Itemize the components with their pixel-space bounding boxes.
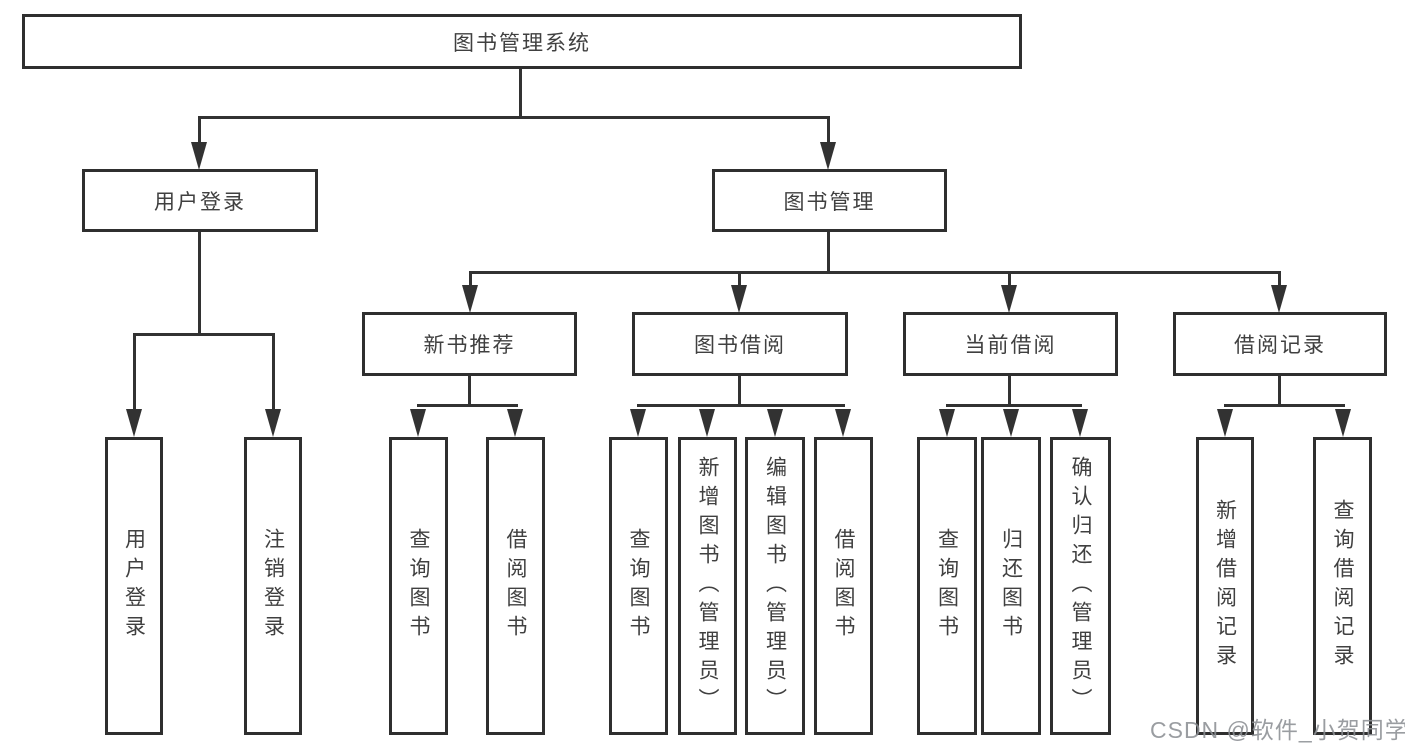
connector [1278,376,1281,407]
leaf-label: 归还图书 [999,528,1023,644]
leaf-label: 注销登录 [261,528,285,644]
leaf-query-books-recommend: 查询图书 [389,437,448,735]
connector [1008,376,1011,407]
node-book-management: 图书管理 [712,169,947,232]
leaf-label: 确认归还（管理员） [1069,455,1092,717]
leaf-label: 编辑图书（管理员） [763,455,787,717]
connector [133,333,136,411]
connector [827,232,830,274]
connector [946,404,1082,407]
arrowhead [1217,409,1233,437]
leaf-query-borrow-record: 查询借阅记录 [1313,437,1372,735]
arrowhead [265,409,281,437]
arrowhead [507,409,523,437]
node-root-label: 图书管理系统 [453,31,591,55]
arrowhead [1271,285,1287,313]
connector [198,232,201,336]
leaf-label: 新增图书（管理员） [696,455,719,717]
connector [469,271,1281,274]
arrowhead [1003,409,1019,437]
leaf-label: 查询图书 [627,528,650,644]
connector [637,404,845,407]
leaf-query-books-borrow: 查询图书 [609,437,668,735]
leaf-borrow-books: 借阅图书 [814,437,873,735]
leaf-label: 新增借阅记录 [1213,499,1237,673]
leaf-return-books: 归还图书 [981,437,1041,735]
arrowhead [939,409,955,437]
node-borrow-records: 借阅记录 [1173,312,1387,376]
connector [519,69,522,117]
connector [738,271,741,287]
connector [417,404,518,407]
node-new-book-recommend: 新书推荐 [362,312,577,376]
leaf-label: 查询图书 [407,528,430,644]
connector [738,376,741,407]
arrowhead [767,409,783,437]
leaf-label: 用户登录 [122,528,146,644]
connector [272,333,275,411]
node-new-book-recommend-label: 新书推荐 [423,334,516,357]
connector [198,116,830,119]
arrowhead [731,285,747,313]
arrowhead [630,409,646,437]
leaf-add-books-admin: 新增图书（管理员） [678,437,737,735]
leaf-label: 查询借阅记录 [1331,499,1354,673]
node-root: 图书管理系统 [22,14,1022,69]
leaf-user-login: 用户登录 [105,437,163,735]
arrowhead [410,409,426,437]
leaf-borrow-books-recommend: 借阅图书 [486,437,545,735]
arrowhead [820,142,836,170]
connector [469,271,472,287]
leaf-logout: 注销登录 [244,437,302,735]
leaf-label: 借阅图书 [832,528,855,644]
node-book-management-label: 图书管理 [783,190,876,214]
arrowhead [699,409,715,437]
connector [468,376,471,407]
leaf-edit-books-admin: 编辑图书（管理员） [745,437,805,735]
arrowhead [835,409,851,437]
arrowhead [126,409,142,437]
connector [198,116,201,144]
arrowhead [1072,409,1088,437]
node-book-borrow: 图书借阅 [632,312,848,376]
leaf-label: 查询图书 [935,528,959,644]
leaf-add-borrow-record: 新增借阅记录 [1196,437,1254,735]
connector [1278,271,1281,287]
leaf-label: 借阅图书 [504,528,527,644]
connector [1224,404,1345,407]
node-borrow-records-label: 借阅记录 [1234,334,1326,357]
node-book-borrow-label: 图书借阅 [694,334,786,357]
leaf-confirm-return-admin: 确认归还（管理员） [1050,437,1111,735]
connector [827,116,830,144]
arrowhead [1335,409,1351,437]
arrowhead [191,142,207,170]
connector [133,333,275,336]
node-current-borrow-label: 当前借阅 [964,334,1057,357]
arrowhead [1001,285,1017,313]
node-user-login: 用户登录 [82,169,318,232]
node-current-borrow: 当前借阅 [903,312,1118,376]
leaf-query-books-current: 查询图书 [917,437,977,735]
csdn-watermark: CSDN @软件_小贺同学 [1150,717,1405,743]
connector [1008,271,1011,287]
node-user-login-label: 用户登录 [154,190,246,214]
arrowhead [462,285,478,313]
